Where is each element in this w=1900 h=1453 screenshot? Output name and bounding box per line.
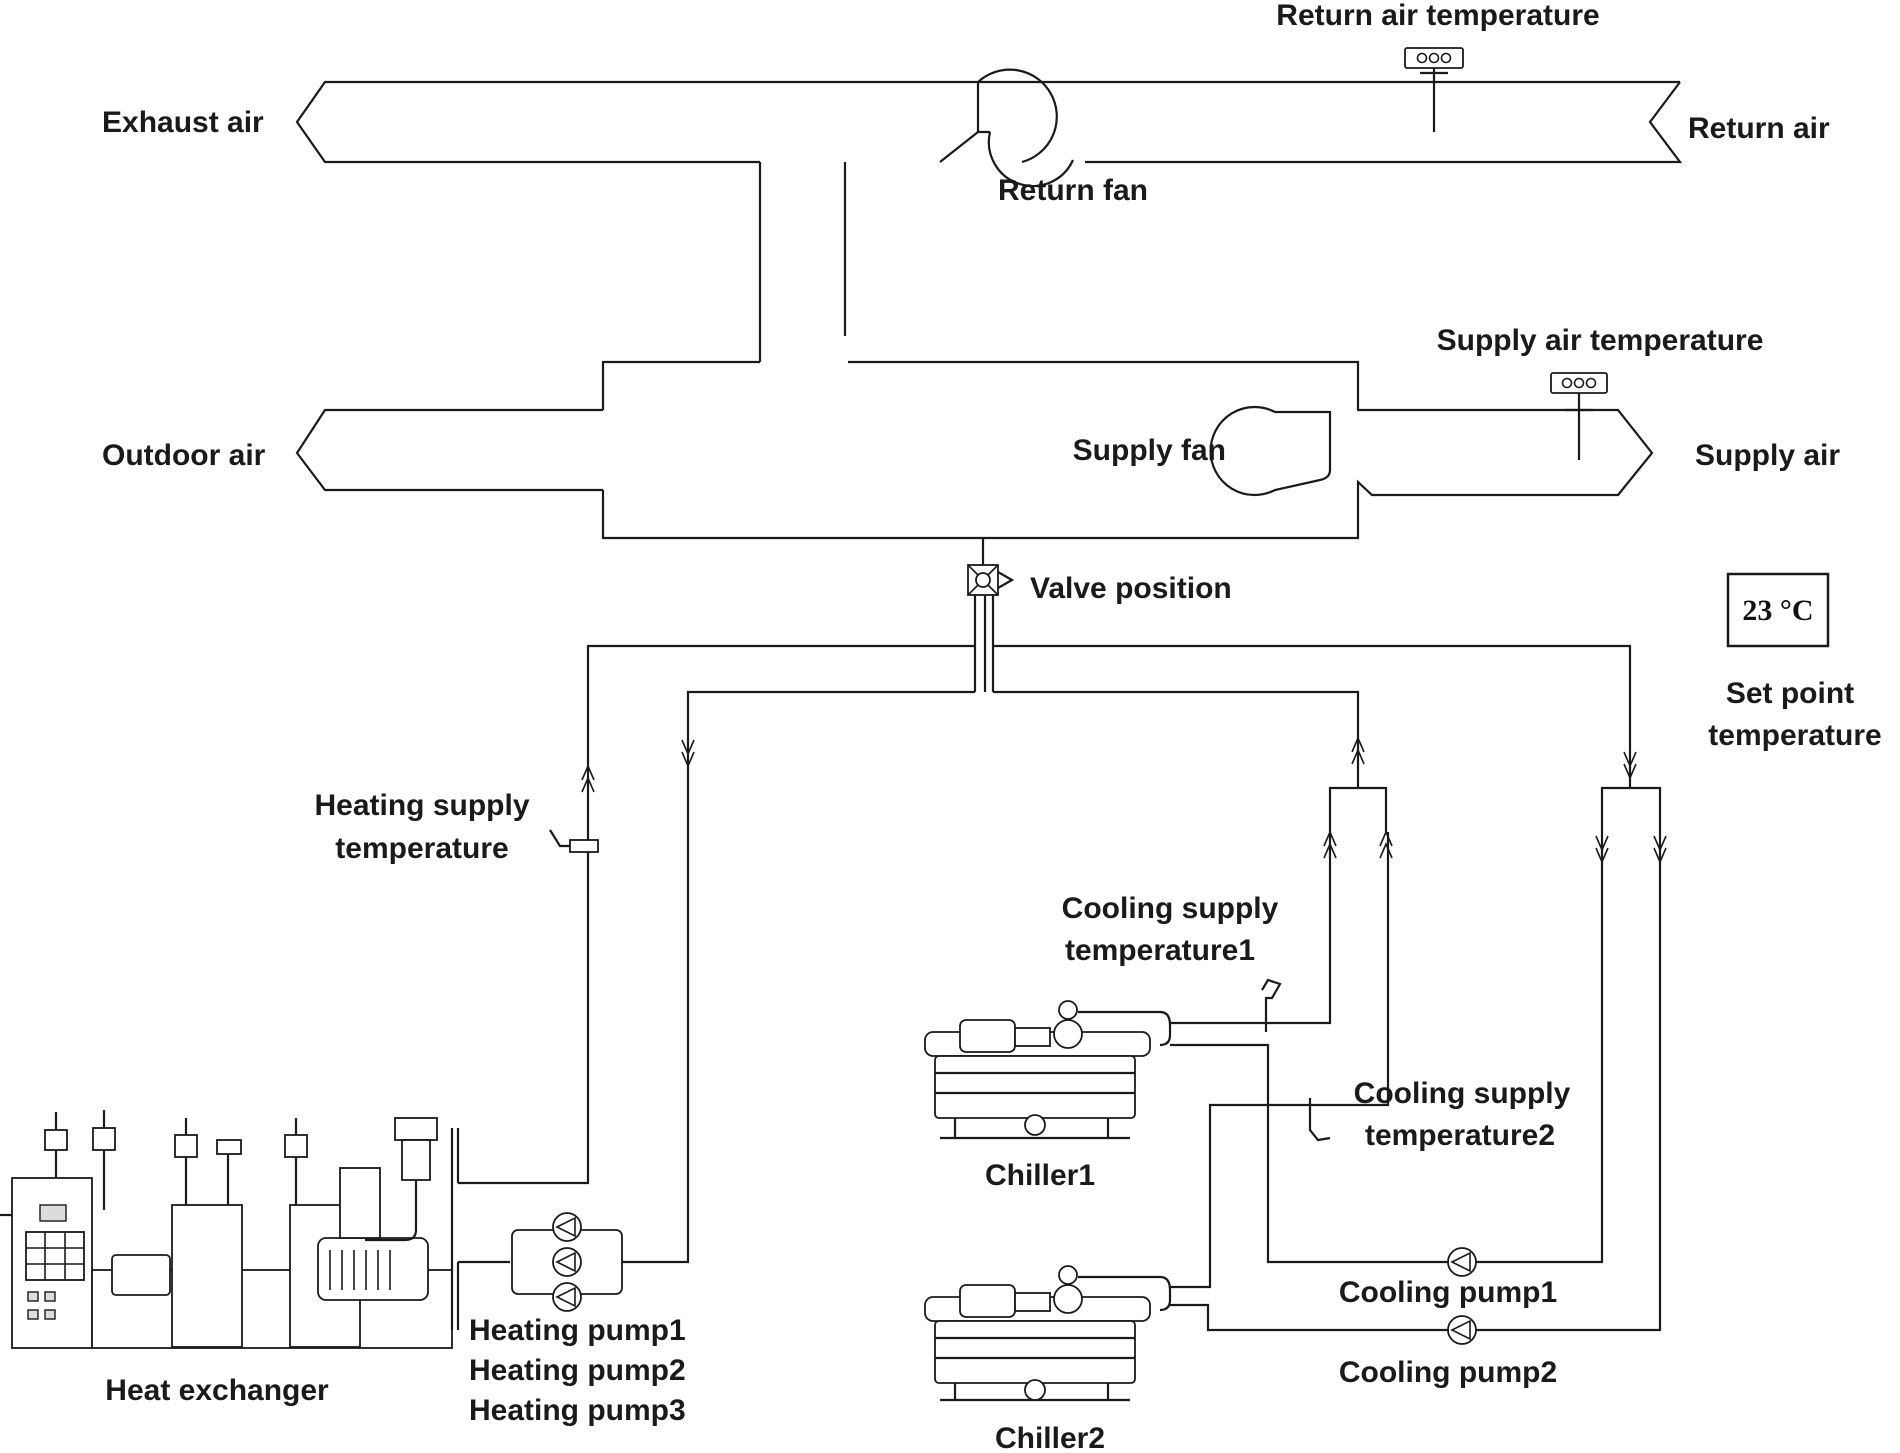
water-piping (456, 595, 1662, 1332)
supply-air-label: Supply air (1695, 439, 1840, 472)
cooling-pump2-label: Cooling pump2 (1339, 1356, 1557, 1389)
cooling-supply1-label-1: Cooling supply (1062, 892, 1279, 925)
supply-air-thermostat-icon (1550, 372, 1608, 460)
heating-supply-label-1: Heating supply (314, 789, 529, 822)
return-air-temperature-label: Return air temperature (1276, 0, 1599, 32)
heating-pump1-label: Heating pump1 (469, 1314, 686, 1347)
set-point-display: 23 °C (1726, 572, 1830, 648)
return-duct (295, 80, 1683, 362)
cooling-supply1-label-2: temperature1 (1065, 934, 1255, 967)
cooling-supply2-label-2: temperature2 (1365, 1119, 1555, 1152)
heating-pumps-icon (511, 1212, 623, 1312)
cooling-pump1-label: Cooling pump1 (1339, 1276, 1557, 1309)
heating-pump3-label: Heating pump3 (469, 1394, 686, 1427)
outdoor-air-label: Outdoor air (102, 439, 266, 472)
chiller2-label: Chiller2 (995, 1422, 1105, 1453)
supply-fan-label: Supply fan (1073, 434, 1226, 467)
heat-exchanger-label: Heat exchanger (105, 1374, 329, 1407)
supply-duct (295, 360, 1654, 540)
return-fan-label: Return fan (998, 174, 1148, 207)
heat-exchanger-icon (0, 1110, 454, 1349)
cooling-supply2-label-1: Cooling supply (1354, 1077, 1571, 1110)
chiller1-icon (924, 1000, 1172, 1140)
heating-supply-label-2: temperature (335, 832, 508, 865)
set-point-value: 23 °C (1742, 594, 1813, 627)
flow-arrows (581, 735, 1667, 865)
return-fan-icon (939, 68, 1075, 188)
set-point-label-1: Set point (1726, 677, 1854, 710)
cooling-supply1-pipe-thermometer-icon (1261, 978, 1282, 1032)
supply-fan-icon (1209, 405, 1332, 497)
valve-position-label: Valve position (1030, 572, 1232, 605)
cooling-pump2-icon (1447, 1315, 1477, 1345)
cooling-pump1-icon (1447, 1247, 1477, 1277)
control-valve-icon (967, 538, 1015, 596)
exhaust-air-label: Exhaust air (102, 106, 264, 139)
cooling-supply2-pipe-thermometer-icon (1308, 1098, 1331, 1142)
return-air-label: Return air (1688, 112, 1830, 145)
supply-air-temperature-label: Supply air temperature (1437, 324, 1764, 357)
heating-pump2-label: Heating pump2 (469, 1354, 686, 1387)
chiller1-label: Chiller1 (985, 1159, 1095, 1192)
heating-supply-pipe-thermometer-icon (549, 829, 599, 853)
chiller2-icon (924, 1265, 1172, 1402)
return-air-thermostat-icon (1404, 47, 1464, 132)
set-point-label-2: temperature (1708, 719, 1881, 752)
